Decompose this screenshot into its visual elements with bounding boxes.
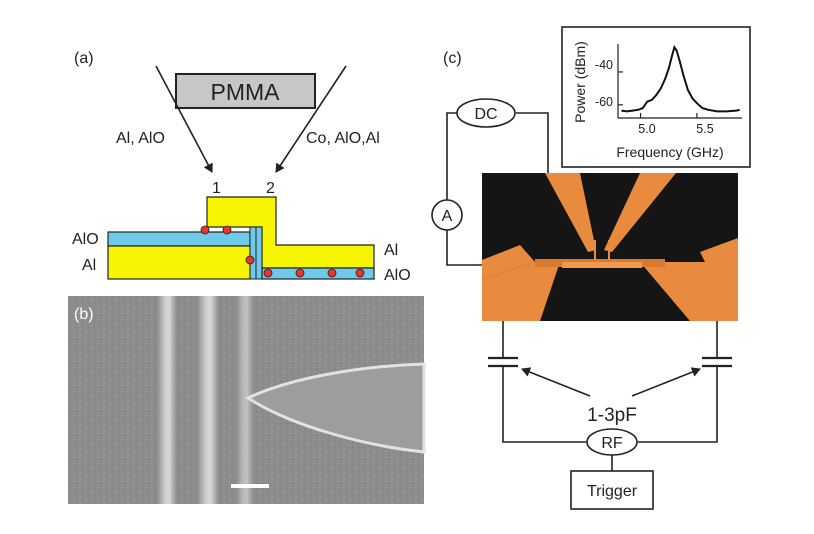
right-source-label: Co, AlO,Al xyxy=(306,130,380,147)
left-capacitor xyxy=(488,356,518,368)
spectrum-series-line xyxy=(621,44,740,113)
ytick-label: -40 xyxy=(595,58,613,72)
angle-1-label: 1 xyxy=(212,180,221,197)
trigger-label: Trigger xyxy=(587,483,638,500)
left-evaporation-arrow xyxy=(155,65,213,173)
al-left-label: Al xyxy=(82,257,96,274)
panel-c-label: (c) xyxy=(443,50,462,67)
sem-strip-right xyxy=(236,296,254,504)
device-micrograph xyxy=(482,173,738,321)
capacitance-arrow-left xyxy=(521,367,591,397)
wire-top-right xyxy=(516,112,549,173)
xtick-label: 5.0 xyxy=(638,122,655,136)
dc-label: DC xyxy=(474,106,497,123)
wire-left-to-rf xyxy=(502,366,586,443)
junction-dot xyxy=(355,268,365,278)
scale-bar xyxy=(231,484,269,488)
inset-frame xyxy=(561,26,751,168)
panel-a: (a) PMMA Al, AlO Co, AlO,Al 1 2 AlO Al A… xyxy=(72,50,411,284)
sem-wedge xyxy=(244,362,426,454)
panel-a-label: (a) xyxy=(74,50,94,67)
vertical-oxide-right xyxy=(255,226,263,280)
inset-xlabel: Frequency (GHz) xyxy=(616,144,723,160)
rf-label: RF xyxy=(601,435,623,452)
al-right-label: Al xyxy=(384,242,398,259)
ammeter-label: A xyxy=(442,208,453,225)
wire-ammeter-down xyxy=(446,230,484,266)
vertical-oxide-left xyxy=(249,226,257,280)
junction-dot xyxy=(245,255,255,265)
junction-dot xyxy=(222,225,232,235)
ytick-label: -60 xyxy=(595,95,613,109)
dc-source xyxy=(456,98,516,128)
xtick-label: 5.5 xyxy=(696,122,713,136)
inset-ylabel: Power (dBm) xyxy=(572,41,588,123)
angle-2-label: 2 xyxy=(266,180,275,197)
right-capacitor xyxy=(702,356,732,368)
ammeter xyxy=(431,199,463,231)
left-source-label: Al, AlO xyxy=(116,130,165,147)
wire-top-left xyxy=(446,112,457,200)
panel-b-label: (b) xyxy=(74,306,94,323)
inset-spectrum: -40 -60 5.0 5.5 Frequency (GHz) Power (d… xyxy=(561,26,751,168)
sem-strip-left xyxy=(157,296,177,504)
panel-c: (c) DC A xyxy=(431,26,751,510)
alo-left-label: AlO xyxy=(72,231,99,248)
sem-strip-middle xyxy=(197,296,219,504)
pmma-label: PMMA xyxy=(211,79,281,105)
pmma-resist-block xyxy=(175,73,316,109)
trigger-box xyxy=(570,470,654,510)
capacitance-label: 1-3pF xyxy=(587,405,637,426)
junction-dot xyxy=(263,268,273,278)
al-layer-left xyxy=(107,245,251,280)
wire-right-to-rf xyxy=(638,366,718,443)
inset-ticks xyxy=(618,71,698,118)
panel-b: (b) xyxy=(68,296,426,504)
capacitance-arrow-right xyxy=(631,367,701,397)
alo-layer-left xyxy=(107,231,251,247)
alo-layer-right xyxy=(261,267,375,280)
junction-dot xyxy=(295,268,305,278)
right-evaporation-arrow xyxy=(275,65,347,173)
alo-right-label: AlO xyxy=(384,267,411,284)
junction-dot xyxy=(200,225,210,235)
junction-dot xyxy=(327,268,337,278)
